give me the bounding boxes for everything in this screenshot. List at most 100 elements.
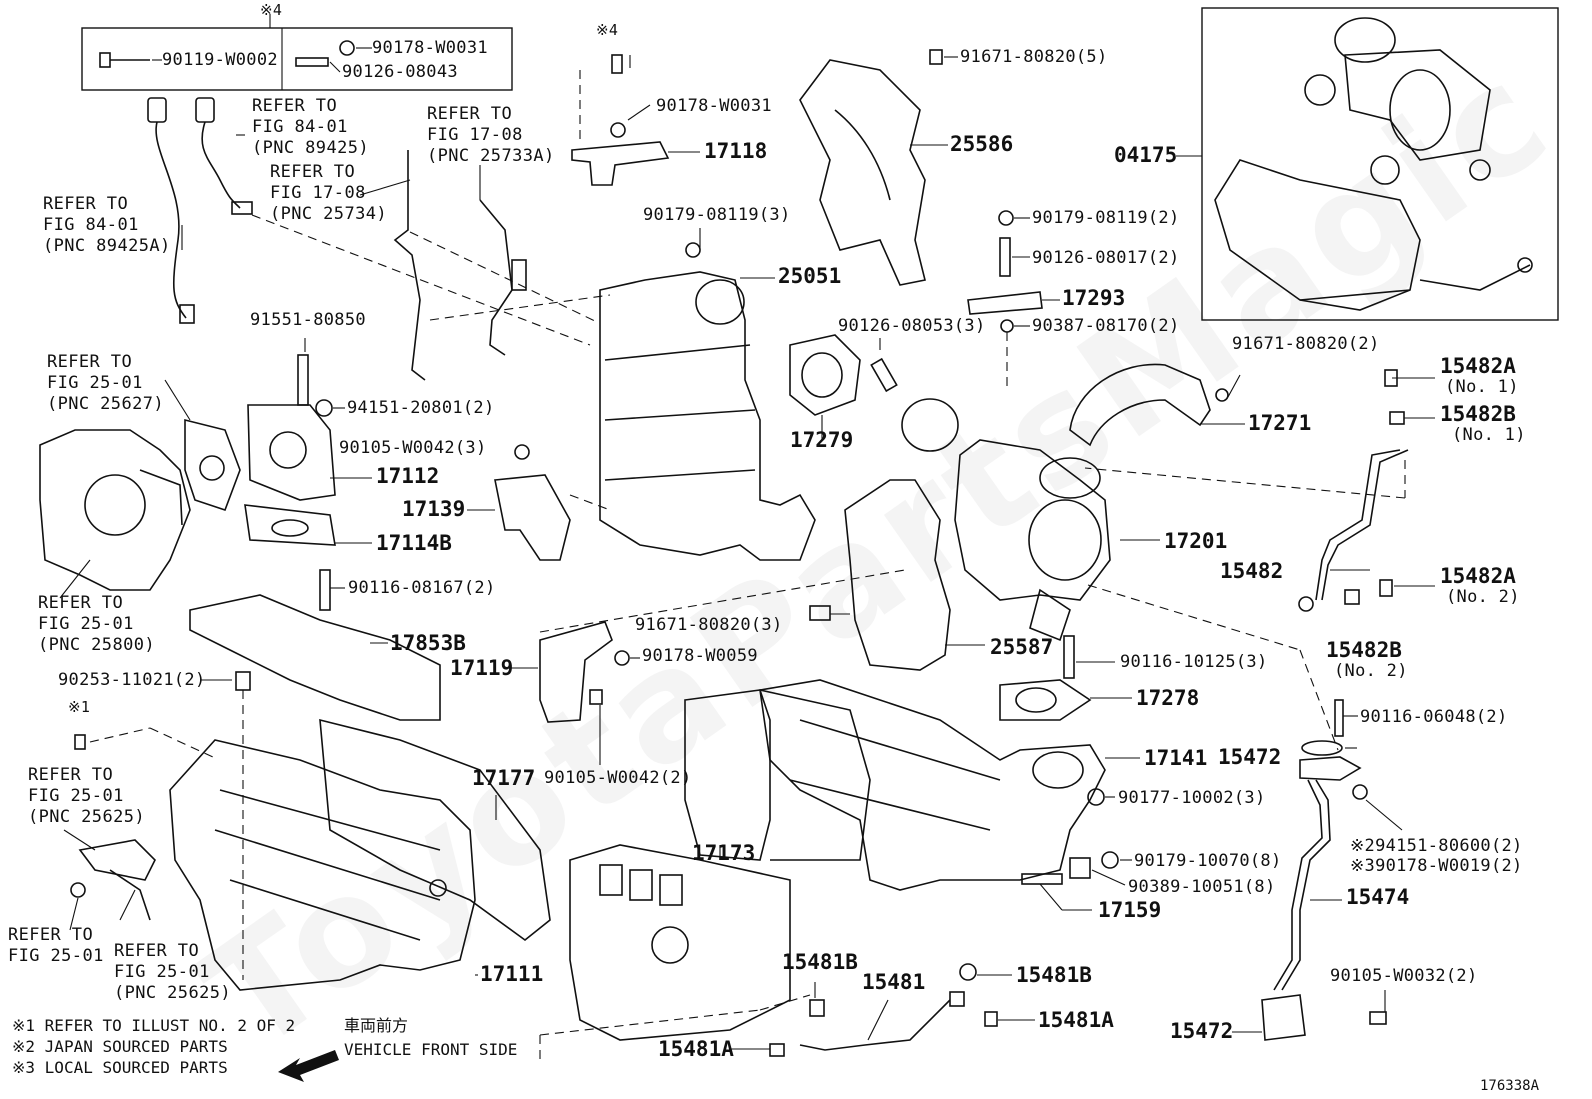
part-label[interactable]: (No. 2) <box>1446 587 1520 607</box>
heat-insulator-25587 <box>844 479 951 671</box>
gasket-17278 <box>999 635 1092 721</box>
part-label[interactable]: 15482 <box>1220 559 1284 583</box>
part-label[interactable]: 90177-10002(3) <box>1118 788 1266 808</box>
part-label[interactable]: 15482A <box>1440 354 1516 378</box>
part-label[interactable]: 17112 <box>376 464 440 488</box>
part-label[interactable]: 90179-08119(3) <box>643 205 791 225</box>
part-label[interactable]: 17279 <box>790 428 854 452</box>
part-label[interactable]: ※294151-80600(2) <box>1350 836 1523 856</box>
part-label[interactable]: 90105-W0042(2) <box>544 768 692 788</box>
part-label[interactable]: 15481A <box>1038 1008 1114 1032</box>
part-label[interactable]: 90116-08167(2) <box>348 578 496 598</box>
part-label[interactable]: 15482A <box>1440 564 1516 588</box>
part-label[interactable]: 25051 <box>778 264 842 288</box>
oil-pipe-15481 <box>769 963 998 1057</box>
part-label[interactable]: 04175 <box>1114 143 1178 167</box>
turbo-assembly-inset <box>1214 17 1533 311</box>
vehicle-front-arrow <box>278 1050 339 1082</box>
part-label[interactable]: 17159 <box>1098 898 1162 922</box>
bracket-17139 <box>494 444 571 561</box>
heat-insulator-25586 <box>799 59 926 286</box>
legend-note-1: ※1 REFER TO ILLUST NO. 2 OF 2 <box>12 1016 296 1035</box>
part-label[interactable]: 17271 <box>1248 411 1312 435</box>
part-label[interactable]: 17853B <box>390 631 466 655</box>
egr-adapter-17112 <box>247 354 336 501</box>
small-bracket <box>70 839 156 921</box>
part-label[interactable]: 91551-80850 <box>250 310 366 330</box>
part-label[interactable]: 91671-80820(5) <box>960 47 1108 67</box>
part-label[interactable]: 15481B <box>1016 963 1092 987</box>
part-label[interactable]: 17278 <box>1136 686 1200 710</box>
nut-stud-set <box>1021 788 1119 885</box>
fastener-box <box>81 27 513 91</box>
part-label[interactable]: 90178-W0059 <box>642 646 758 666</box>
part-label[interactable]: 90116-10125(3) <box>1120 652 1268 672</box>
note-mark: ※4 <box>596 21 619 39</box>
part-label[interactable]: 15472 <box>1218 745 1282 769</box>
part-label[interactable]: (No. 1) <box>1445 377 1519 397</box>
diagram-number: 176338A <box>1480 1078 1540 1094</box>
part-label[interactable]: 90105-W0042(3) <box>339 438 487 458</box>
part-label[interactable]: 15472 <box>1170 1019 1234 1043</box>
part-label[interactable]: ※390178-W0019(2) <box>1350 856 1523 876</box>
part-label[interactable]: 17173 <box>692 841 756 865</box>
part-label[interactable]: 91671-80820(2) <box>1232 334 1380 354</box>
part-90178-w0031[interactable]: 90178-W0031 <box>372 38 488 58</box>
part-label[interactable]: 15474 <box>1346 885 1410 909</box>
part-label[interactable]: 90179-08119(2) <box>1032 208 1180 228</box>
part-label[interactable]: 17114B <box>376 531 452 555</box>
part-label[interactable]: 90179-10070(8) <box>1134 851 1282 871</box>
part-label[interactable]: 15481B <box>782 950 858 974</box>
part-label[interactable]: 17293 <box>1062 286 1126 310</box>
part-label[interactable]: 17201 <box>1164 529 1228 553</box>
part-label[interactable]: 15481 <box>862 970 926 994</box>
part-90119-w0002[interactable]: 90119-W0002 <box>162 50 278 70</box>
oil-return-pipe-15474 <box>1261 699 1368 1041</box>
box-mark: ※4 <box>260 1 283 19</box>
part-label[interactable]: 25586 <box>950 132 1014 156</box>
part-label[interactable]: 90126-08053(3) <box>838 316 986 336</box>
part-label[interactable]: 90389-10051(8) <box>1128 877 1276 897</box>
part-label[interactable]: 90387-08170(2) <box>1032 316 1180 336</box>
part-label[interactable]: 17111 <box>480 962 544 986</box>
gasket-17177 <box>319 718 551 942</box>
catalytic-converter-25051 <box>599 242 816 561</box>
gasket-17279 <box>789 334 898 416</box>
part-label[interactable]: 91671-80820(3) <box>635 615 783 635</box>
part-label[interactable]: 94151-20801(2) <box>347 398 495 418</box>
part-label[interactable]: (No. 1) <box>1452 425 1526 445</box>
exhaust-temp-sensor-2 <box>195 97 253 215</box>
part-label[interactable]: 90116-06048(2) <box>1360 707 1508 727</box>
part-label[interactable]: 15482B <box>1326 638 1402 662</box>
part-label[interactable]: 15482B <box>1440 402 1516 426</box>
part-label[interactable]: (No. 2) <box>1334 661 1408 681</box>
exhaust-manifold-17141 <box>759 679 1106 891</box>
insulator-17853b <box>189 569 441 721</box>
part-label[interactable]: 90253-11021(2) <box>58 670 206 690</box>
part-label[interactable]: 17118 <box>704 139 768 163</box>
part-label[interactable]: 90126-08017(2) <box>1032 248 1180 268</box>
part-label[interactable]: 25587 <box>990 635 1054 659</box>
part-label[interactable]: 90105-W0032(2) <box>1330 966 1478 986</box>
part-label[interactable]: 17141 <box>1144 746 1208 770</box>
part-label[interactable]: 90178-W0031 <box>656 96 772 116</box>
exhaust-temp-sensor <box>147 97 195 324</box>
part-label[interactable]: 17139 <box>402 497 466 521</box>
bracket-17118 <box>571 54 670 186</box>
part-label[interactable]: 17119 <box>450 656 514 680</box>
part-90126-08043[interactable]: 90126-08043 <box>342 62 458 82</box>
heat-shield-17271 <box>1069 363 1211 447</box>
part-label[interactable]: 15481A <box>658 1037 734 1061</box>
part-label[interactable]: 17177 <box>472 766 536 790</box>
